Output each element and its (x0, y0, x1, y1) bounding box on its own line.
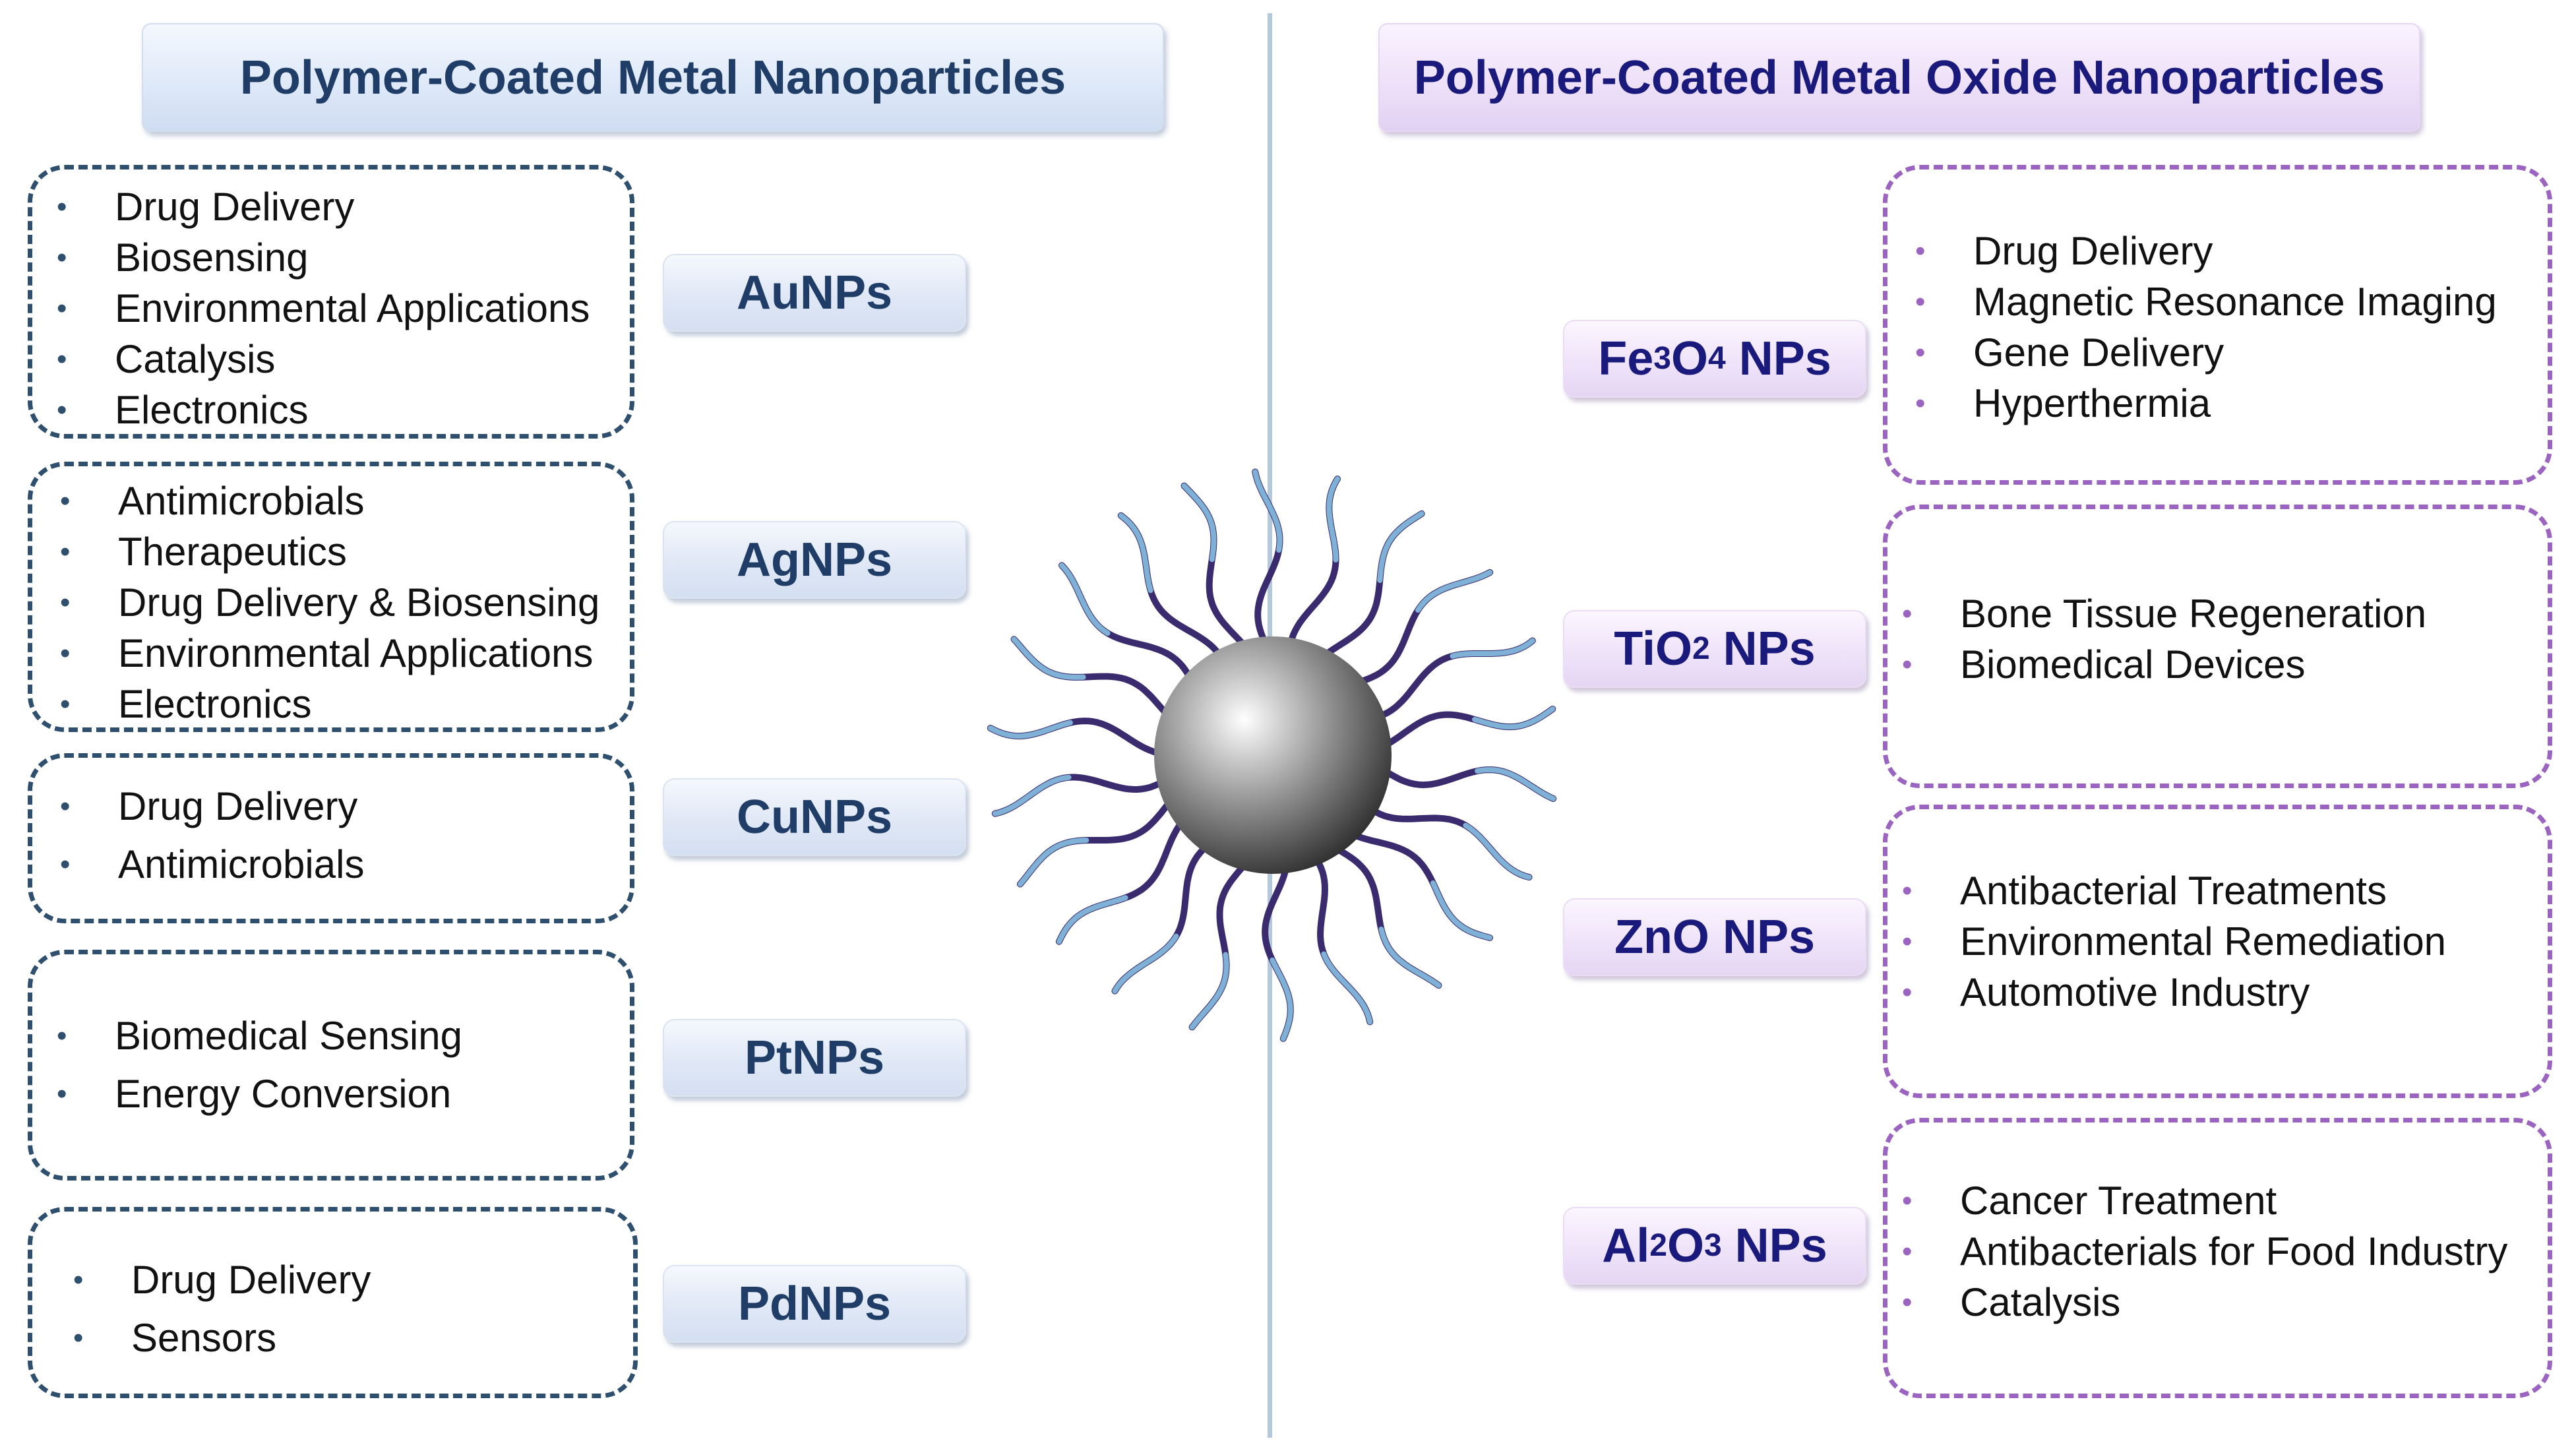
polymer-chain-tip (1450, 638, 1535, 659)
polymer-chain (1262, 860, 1294, 1042)
metal-nanoparticles-header: Polymer-Coated Metal Nanoparticles (142, 23, 1164, 132)
list-item: Gene Delivery (1915, 327, 2497, 378)
polymer-chain-tip (1415, 569, 1493, 613)
aunps-label: AuNPs (663, 254, 966, 332)
polymer-chain (1311, 853, 1374, 1026)
list-item: Drug Delivery (73, 1251, 371, 1309)
tio2-applications-box: Bone Tissue Regeneration Biomedical Devi… (1883, 505, 2552, 788)
metal-oxide-nanoparticles-header: Polymer-Coated Metal Oxide Nanoparticles (1378, 23, 2420, 132)
polymer-chain (1351, 569, 1494, 687)
polymer-chain-tip (1270, 957, 1293, 1041)
polymer-chain (1181, 482, 1251, 653)
polymer-chain-tip (1011, 636, 1086, 680)
polymer-chain-tip (1321, 951, 1373, 1025)
al2o3-applications-box: Cancer Treatment Antibacterials for Food… (1883, 1118, 2552, 1398)
list-item: Antibacterial Treatments (1902, 865, 2446, 916)
list-item: Drug Delivery & Biosensing (60, 577, 599, 628)
list-item: Environmental Applications (60, 628, 599, 679)
polymer-chain (1010, 636, 1174, 722)
ptnps-applications-box: Biomedical Sensing Energy Conversion (28, 950, 634, 1181)
list-item: Magnetic Resonance Imaging (1915, 276, 2497, 327)
polymer-chain (1378, 706, 1556, 751)
polymer-coated-nanoparticle-illustration (987, 468, 1557, 1042)
cunps-label: CuNPs (663, 778, 966, 856)
list-item: Drug Delivery (57, 181, 590, 232)
aunps-applications-box: Drug Delivery Biosensing Environmental A… (28, 165, 634, 439)
ptnps-label: PtNPs (663, 1019, 966, 1097)
list-item: Environmental Remediation (1902, 916, 2446, 967)
list-item: Hyperthermia (1915, 378, 2497, 429)
list-item: Antibacterials for Food Industry (1902, 1226, 2507, 1277)
fe3o4-applications-list: Drug Delivery Magnetic Resonance Imaging… (1915, 226, 2497, 429)
polymer-chain-tip (1326, 476, 1340, 563)
polymer-chain-tip (1378, 926, 1442, 989)
list-item: Drug Delivery (60, 778, 364, 836)
list-item: Biosensing (57, 232, 590, 283)
pdnps-applications-box: Drug Delivery Sensors (28, 1207, 638, 1398)
pdnps-applications-list: Drug Delivery Sensors (73, 1251, 371, 1367)
list-item: Cancer Treatment (1902, 1175, 2507, 1226)
list-item: Sensors (73, 1309, 371, 1367)
polymer-chain-tip (1377, 510, 1425, 583)
polymer-chain-tip (1118, 512, 1153, 594)
polymer-chain-tip (1430, 880, 1492, 940)
list-item: Bone Tissue Regeneration (1902, 588, 2426, 639)
polymer-chain-tip (1112, 933, 1179, 994)
polymer-chain (991, 774, 1170, 817)
pdnps-label: PdNPs (663, 1265, 966, 1343)
list-item: Biomedical Sensing (57, 1007, 462, 1065)
polymer-chains (987, 468, 1557, 1042)
al2o3-applications-list: Cancer Treatment Antibacterials for Food… (1902, 1175, 2507, 1328)
zno-applications-box: Antibacterial Treatments Environmental R… (1883, 805, 2552, 1098)
list-item: Automotive Industry (1902, 967, 2446, 1018)
polymer-chain-tip (1059, 563, 1111, 636)
fe3o4-applications-box: Drug Delivery Magnetic Resonance Imaging… (1883, 165, 2552, 485)
polymer-chain-tip (992, 774, 1072, 816)
list-item: Antimicrobials (60, 476, 599, 526)
list-item: Energy Conversion (57, 1065, 462, 1123)
tio2-applications-list: Bone Tissue Regeneration Biomedical Devi… (1902, 588, 2426, 690)
aunps-applications-list: Drug Delivery Biosensing Environmental A… (57, 181, 590, 435)
polymer-chain-tip (1472, 706, 1556, 730)
polymer-chain-tip (1475, 767, 1556, 801)
list-item: Antimicrobials (60, 836, 365, 894)
polymer-chain-tip (1463, 822, 1532, 880)
list-item: Therapeutics (60, 526, 599, 577)
metal-core-sphere (1154, 636, 1392, 874)
list-item: Drug Delivery (1915, 226, 2497, 276)
polymer-chain-tip (1189, 952, 1229, 1030)
cunps-applications-box: Drug Delivery Antimicrobials (28, 753, 634, 923)
polymer-chain-tip (987, 720, 1073, 739)
polymer-chain-tip (1056, 895, 1128, 944)
agnps-applications-list: Antimicrobials Therapeutics Drug Deliver… (60, 476, 599, 729)
list-item: Electronics (60, 679, 599, 729)
list-item: Catalysis (57, 334, 590, 384)
cunps-applications-list: Drug Delivery Antimicrobials (60, 778, 365, 894)
zno-applications-list: Antibacterial Treatments Environmental R… (1902, 865, 2446, 1018)
agnps-label: AgNPs (663, 521, 966, 599)
agnps-applications-box: Antimicrobials Therapeutics Drug Deliver… (28, 462, 634, 732)
list-item: Catalysis (1902, 1277, 2507, 1328)
list-item: Environmental Applications (57, 283, 590, 334)
zno-nps-label: ZnO NPs (1563, 898, 1866, 976)
polymer-chain-tip (1017, 838, 1089, 887)
list-item: Biomedical Devices (1902, 639, 2426, 690)
list-item: Electronics (57, 384, 590, 435)
polymer-chain (1188, 857, 1251, 1031)
polymer-chain-tip (1252, 469, 1283, 553)
ptnps-applications-list: Biomedical Sensing Energy Conversion (57, 1007, 462, 1123)
polymer-chain (1016, 795, 1177, 888)
polymer-chain-tip (1181, 483, 1217, 563)
